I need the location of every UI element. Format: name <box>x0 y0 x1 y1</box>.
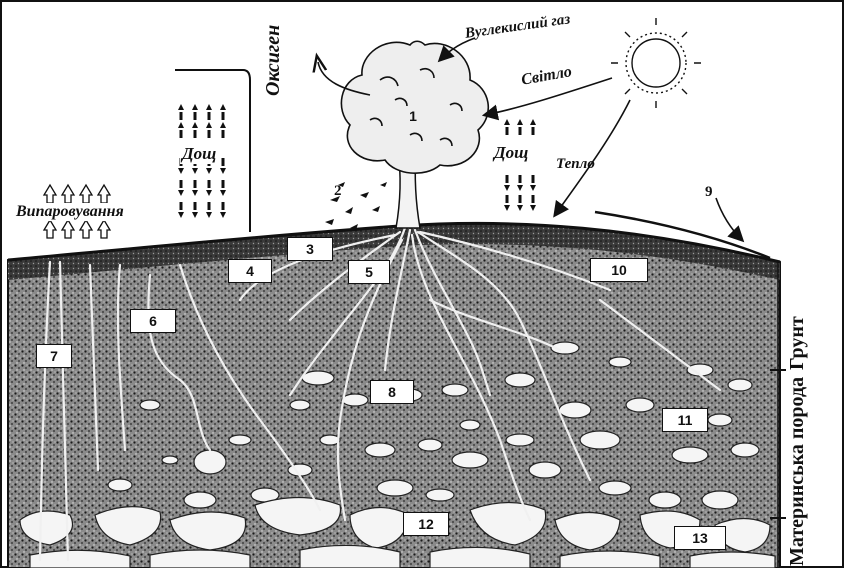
marker-2: 2 <box>334 183 342 200</box>
marker-11: 11 <box>662 408 708 432</box>
marker-12: 12 <box>403 512 449 536</box>
label-rain-left: Дощ <box>180 144 218 164</box>
label-heat: Тепло <box>556 156 595 173</box>
marker-10: 10 <box>590 258 648 282</box>
marker-6: 6 <box>130 309 176 333</box>
label-parent-rock: Материнська порода <box>786 326 808 566</box>
marker-5: 5 <box>348 260 390 284</box>
marker-7: 7 <box>36 344 72 368</box>
marker-13: 13 <box>674 526 726 550</box>
marker-8: 8 <box>370 380 414 404</box>
label-oxygen: Оксиген <box>262 25 285 96</box>
marker-1: 1 <box>403 105 423 127</box>
label-evaporation: Випаровування <box>14 203 126 221</box>
label-rain-right: Дощ <box>492 143 530 163</box>
marker-4: 4 <box>228 259 272 283</box>
marker-9: 9 <box>705 184 713 201</box>
marker-3: 3 <box>287 237 333 261</box>
